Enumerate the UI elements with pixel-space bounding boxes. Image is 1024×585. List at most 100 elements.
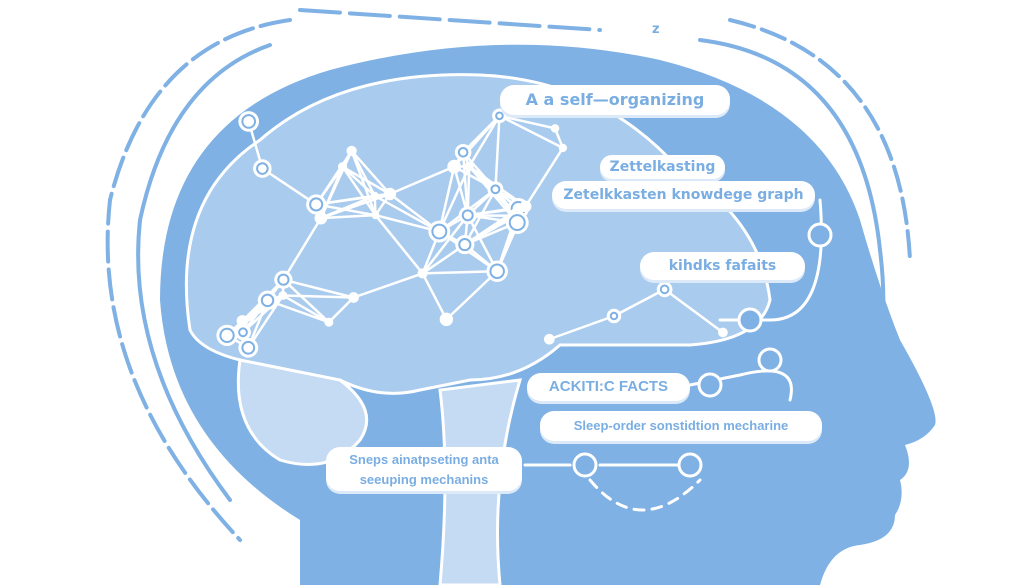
network-graph [216,108,728,358]
flow-node [677,452,703,478]
network-edge [341,165,391,196]
label-sneps: Sneps ainatpseting anta seeuping mechani… [326,447,522,491]
network-node [257,290,278,311]
network-edge [267,299,330,324]
network-node-ring [238,327,248,338]
network-node [417,268,428,279]
label-ackitic-facts: ACKITI:C FACTS [527,373,690,401]
network-node [544,333,555,345]
network-node [346,145,357,157]
network-node [236,315,249,327]
network-edge [663,288,724,334]
network-edge [341,166,377,216]
label-knowledge-graph: Zetelkkasten knowdege graph [552,181,815,209]
label-zettelkasting: Zettelkasting [600,155,725,179]
network-edge [422,269,498,275]
network-node [458,206,477,225]
network-edge [375,213,440,233]
network-node [348,292,359,303]
flow-node [737,307,763,333]
network-node [519,200,532,213]
network-edge [350,150,377,216]
label-sneps-line2: seeuping mechanins [359,472,489,487]
network-edge [353,272,424,299]
network-edge [350,150,376,197]
network-node [371,211,380,220]
z-mark: z [652,22,660,37]
network-edge [350,150,391,195]
label-sneps-line1: Sneps ainatpseting anta [349,452,499,467]
network-node [718,327,728,338]
cerebellum [236,358,369,466]
network-node-ring [461,209,474,222]
network-edge [468,115,501,168]
label-self-organizing: A a self—organizing [500,85,730,115]
network-node-ring [219,327,235,344]
network-node [492,108,507,124]
network-node-ring [260,293,275,308]
network-node [278,291,288,300]
network-edge [461,152,469,216]
network-node-ring [508,214,526,232]
network-node [455,235,475,255]
network-edge [282,278,330,324]
network-node-ring [431,223,448,240]
network-node-ring [489,263,505,279]
flow-node [697,372,723,398]
network-node-ring [457,146,469,158]
network-node [550,124,560,133]
network-node [238,337,259,358]
flow-node [757,347,783,373]
network-node [235,324,251,341]
network-node [439,312,454,327]
network-node [370,191,379,200]
network-edge [282,294,330,324]
network-edge [499,114,556,130]
network-node [337,162,348,172]
network-edge [261,167,317,206]
network-edge [421,214,469,275]
network-edge [374,214,424,275]
network-edge [548,314,615,341]
network-node-ring [659,284,670,295]
network-node-ring [458,238,472,252]
network-edge [524,147,564,208]
network-edge [445,270,499,321]
network-edge [320,213,376,220]
network-node [306,194,327,215]
network-node [447,159,462,174]
network-edge [438,166,456,232]
network-node [383,187,397,201]
network-node [656,281,673,298]
network-node-ring [277,273,290,286]
network-edge [327,296,355,324]
network-edge [421,272,448,320]
network-node [314,211,328,225]
flow-node [807,222,833,248]
network-node-ring [490,184,501,195]
network-node [454,143,472,161]
label-kihdks: kihdks fafaits [640,252,805,280]
network-node [274,270,293,289]
network-node [324,317,334,327]
flow-node [572,452,598,478]
network-node-ring [256,162,269,175]
network-node-ring [309,197,324,212]
network-node-ring [241,340,256,355]
network-node [464,161,474,172]
network-edge [282,294,354,299]
label-sleep-order: Sleep-order sonstidtion mecharine [540,411,822,441]
network-node [253,159,272,178]
network-edge [389,165,455,196]
network-node [606,308,622,324]
network-node [558,143,568,153]
network-node-ring [609,311,619,321]
network-edge [282,217,322,281]
network-edge [613,288,666,318]
network-node-ring [241,114,257,129]
network-edge [283,278,354,299]
network-edge [494,115,501,190]
network-edge [341,165,376,197]
network-edge [498,114,564,150]
